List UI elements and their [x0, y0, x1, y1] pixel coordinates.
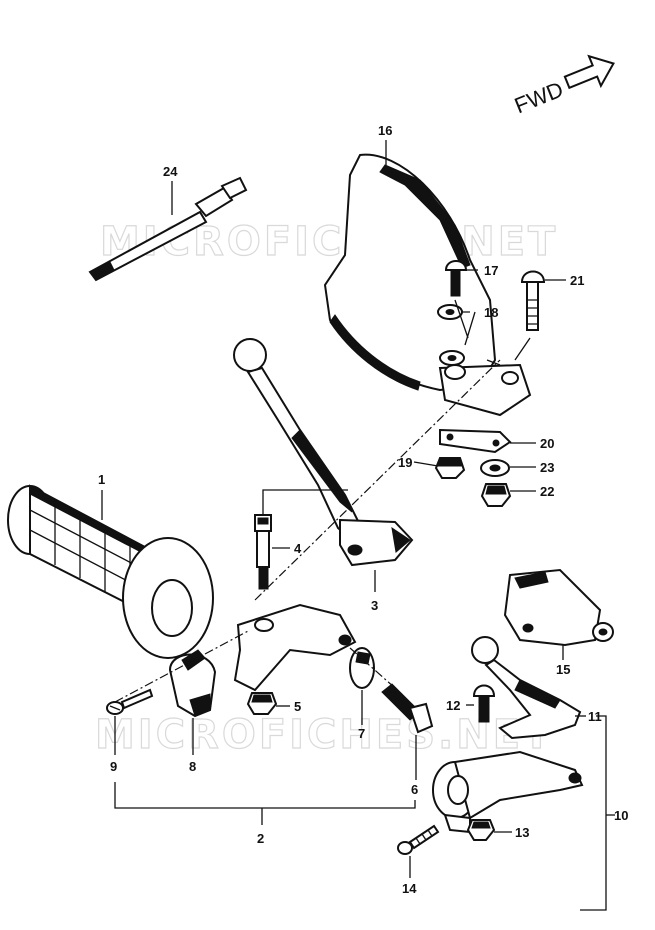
callout-9: 9 — [110, 759, 117, 774]
callout-11: 11 — [588, 709, 602, 724]
part-17-bolt — [444, 260, 468, 297]
part-4-pivot-bolt — [254, 514, 272, 590]
part-6-adjuster-bolt — [381, 683, 434, 734]
callout-4: 4 — [294, 541, 302, 556]
part-12-bolt — [472, 684, 496, 723]
callout-14: 14 — [402, 881, 417, 896]
callout-16: 16 — [378, 123, 392, 138]
callout-24: 24 — [163, 164, 178, 179]
part-18-washers — [437, 304, 465, 366]
callout-3: 3 — [371, 598, 378, 613]
callout-13: 13 — [515, 825, 529, 840]
part-23-washer — [480, 459, 510, 477]
forward-direction-indicator: FWD — [511, 54, 615, 118]
lever-bracket — [233, 603, 357, 692]
callout-1: 1 — [98, 472, 105, 487]
fwd-arrow-icon — [563, 54, 615, 90]
callout-8: 8 — [189, 759, 196, 774]
callout-20: 20 — [540, 436, 554, 451]
callout-15: 15 — [556, 662, 570, 677]
part-5-nut — [246, 692, 278, 715]
leader-lines — [101, 140, 615, 911]
callout-5: 5 — [294, 699, 301, 714]
part-7-collar — [349, 647, 375, 689]
part-21-bolt — [520, 270, 546, 331]
callout-18: 18 — [484, 305, 498, 320]
callout-2: 2 — [257, 831, 264, 846]
part-16-hand-guard — [323, 153, 532, 417]
callout-10: 10 — [614, 808, 628, 823]
part-19-nut — [434, 457, 466, 479]
callout-22: 22 — [540, 484, 554, 499]
callout-17: 17 — [484, 263, 498, 278]
callout-19: 19 — [398, 455, 412, 470]
callout-7: 7 — [358, 726, 365, 741]
part-20-plate — [439, 428, 512, 454]
part-10-holder — [432, 750, 584, 834]
part-13-nut — [466, 819, 496, 841]
callout-21: 21 — [570, 273, 584, 288]
part-3-lever — [233, 338, 414, 567]
callout-6: 6 — [411, 782, 418, 797]
part-15-switch-housing — [503, 568, 614, 647]
part-9-screw — [106, 688, 154, 715]
part-14-screw — [397, 824, 440, 855]
part-22-nut — [480, 483, 512, 507]
part-24-strap — [88, 176, 248, 282]
part-11-lever — [471, 636, 582, 740]
part-1-grip — [7, 484, 214, 659]
part-8-clamp — [168, 649, 217, 718]
callout-23: 23 — [540, 460, 554, 475]
callout-12: 12 — [446, 698, 460, 713]
callout-labels: 1 2 3 4 5 6 7 8 9 10 11 12 13 14 15 16 1… — [98, 123, 628, 896]
fwd-label: FWD — [511, 76, 567, 118]
watermark-bottom: MICROFICHES.NET — [95, 712, 553, 758]
